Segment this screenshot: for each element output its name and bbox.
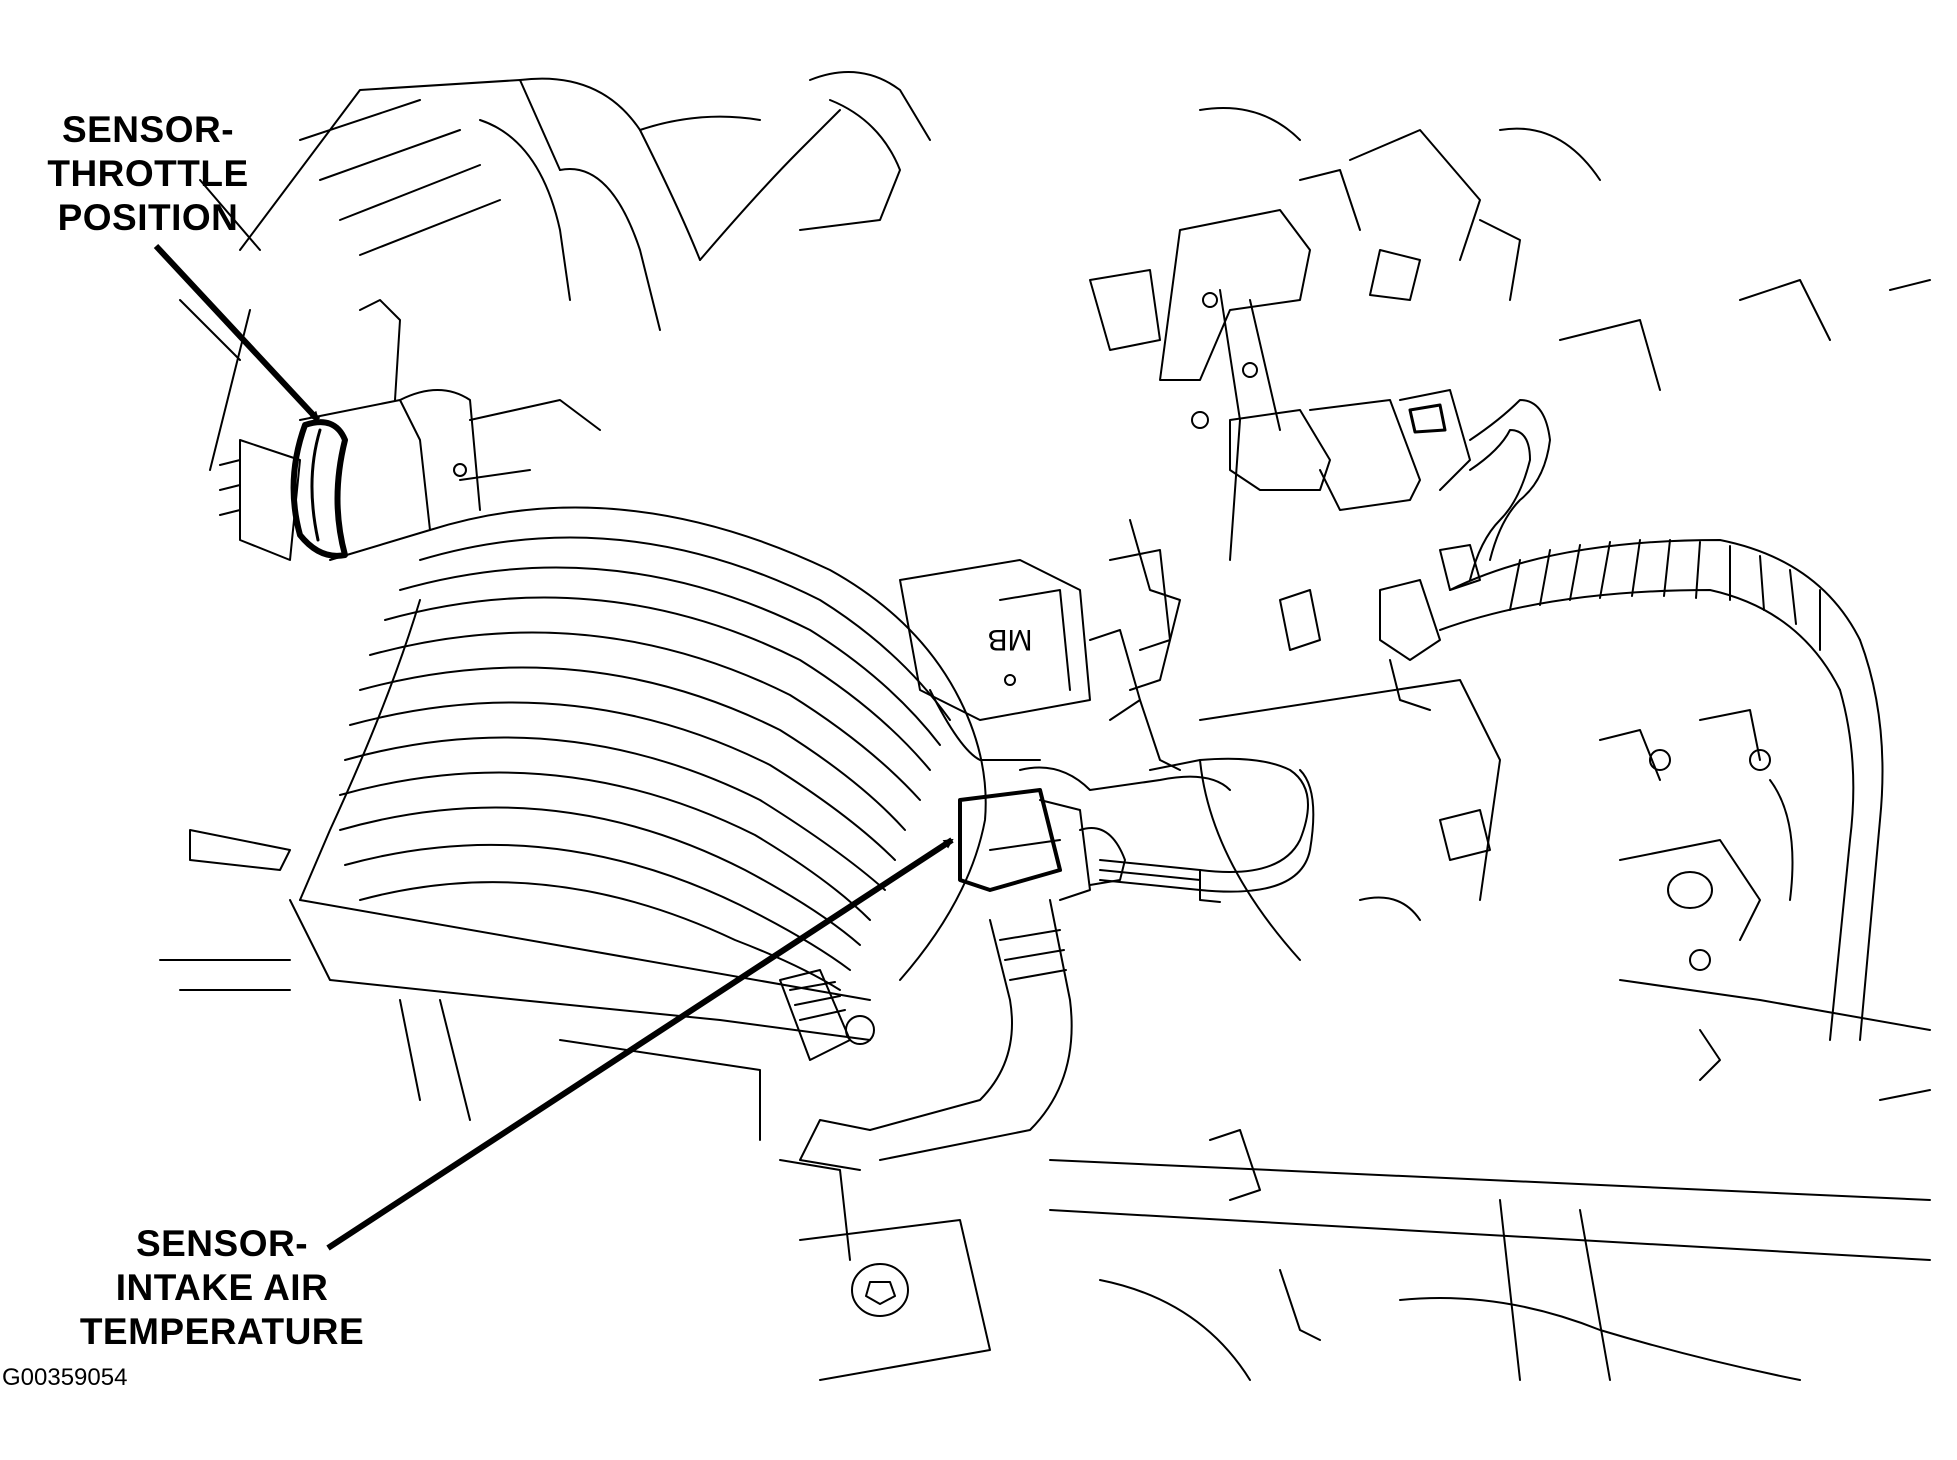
electrical-connector xyxy=(1229,389,1551,591)
map-sensor-block xyxy=(899,549,1171,761)
callout-line: TEMPERATURE xyxy=(79,1311,365,1352)
callout-line: POSITION xyxy=(57,197,239,238)
throttle-position-sensor xyxy=(290,419,348,559)
intake-air-temperature-sensor xyxy=(958,757,1315,903)
misc-details xyxy=(1199,107,1931,971)
callout-line: THROTTLE xyxy=(47,153,249,194)
engine-block-right xyxy=(1199,679,1931,1101)
intake-manifold-runners xyxy=(179,71,931,471)
throttle-position-sensor-callout: SENSOR- THROTTLE POSITION xyxy=(28,108,268,240)
intake-air-temperature-sensor-callout: SENSOR- INTAKE AIR TEMPERATURE xyxy=(72,1222,372,1354)
throttle-body xyxy=(219,299,601,561)
lower-hoses xyxy=(399,899,1931,1381)
throttle-position-leader-arrow xyxy=(153,243,321,423)
figure-id: G00359054 xyxy=(2,1364,128,1391)
part-marking: MB xyxy=(988,623,1033,656)
callout-line: SENSOR- xyxy=(61,109,235,150)
bracket-assembly xyxy=(1089,127,1601,771)
intake-air-temperature-leader-arrow xyxy=(326,837,954,1251)
callout-line: SENSOR- xyxy=(135,1223,309,1264)
callout-line: INTAKE AIR xyxy=(115,1267,329,1308)
corrugated-harness xyxy=(1379,539,1884,1041)
air-inlet-duct xyxy=(159,506,987,1041)
